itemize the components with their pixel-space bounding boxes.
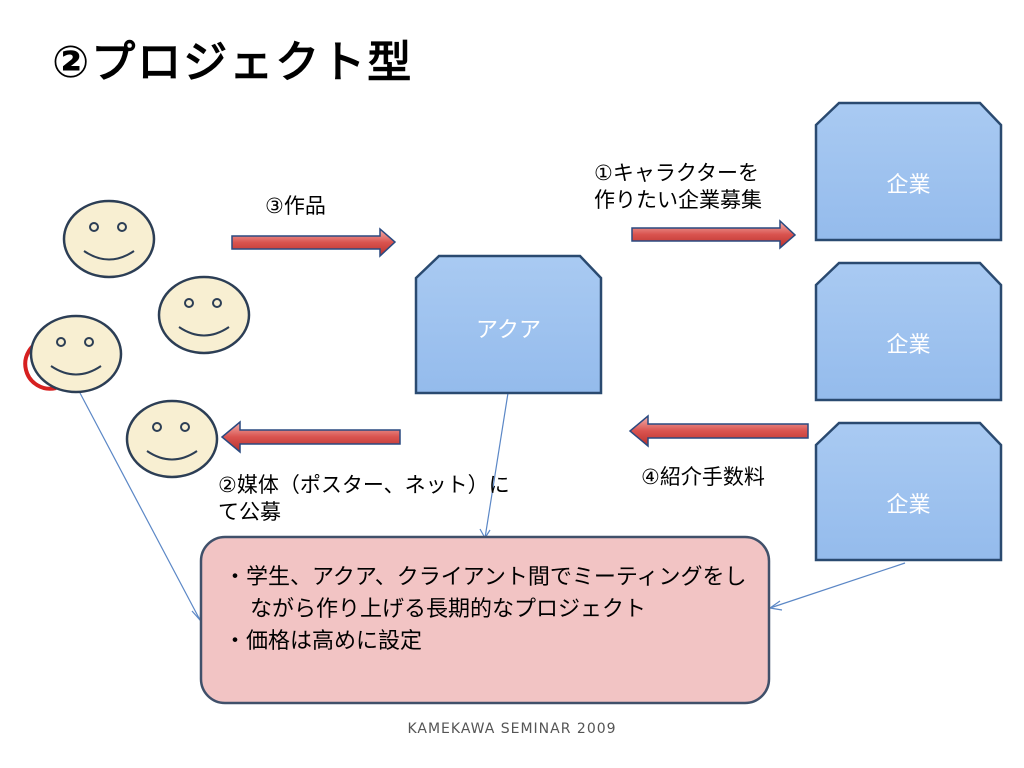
company-box-1 bbox=[814, 101, 1003, 242]
media-label-line1: ②媒体（ポスター、ネット）に bbox=[218, 473, 510, 497]
aqua-box bbox=[414, 254, 603, 395]
works-label: ③作品 bbox=[265, 194, 326, 218]
student-face-3 bbox=[29, 314, 123, 394]
company-box-3-label: 企業 bbox=[886, 493, 931, 518]
recruit-label-line1: ①キャラクターを bbox=[594, 161, 759, 185]
slide-title: ②プロジェクト型 bbox=[52, 37, 414, 88]
company-box-2 bbox=[814, 261, 1003, 402]
company-box-3 bbox=[814, 421, 1003, 562]
fee-label: ④紹介手数料 bbox=[641, 465, 765, 489]
arrow-fee-left bbox=[628, 414, 809, 448]
notes-item-2: ・価格は高めに設定 bbox=[224, 629, 423, 654]
student-face-1 bbox=[62, 199, 156, 279]
slide-footer: KAMEKAWA SEMINAR 2009 bbox=[407, 721, 617, 737]
notes-list: ・学生、アクア、クライアント間でミーティングをしながら作り上げる長期的なプロジェ… bbox=[224, 562, 764, 658]
media-label: ②媒体（ポスター、ネット）に て公募 bbox=[218, 472, 510, 526]
media-label-line2: て公募 bbox=[218, 500, 281, 524]
notes-box bbox=[199, 535, 771, 705]
connector-student-to-notes bbox=[79, 392, 201, 621]
connector-company-to-notes bbox=[769, 562, 906, 609]
arrow-works-right bbox=[231, 227, 397, 258]
arrow-recruit-right bbox=[631, 219, 797, 250]
company-box-1-label: 企業 bbox=[886, 173, 931, 198]
recruit-label: ①キャラクターを 作りたい企業募集 bbox=[594, 160, 762, 214]
arrow-media-left bbox=[220, 420, 401, 454]
student-face-4 bbox=[125, 399, 219, 479]
recruit-label-line2: 作りたい企業募集 bbox=[594, 188, 762, 212]
notes-item-1: ・学生、アクア、クライアント間でミーティングをしながら作り上げる長期的なプロジェ… bbox=[224, 565, 747, 622]
student-face-2 bbox=[157, 275, 251, 355]
aqua-box-label: アクア bbox=[476, 318, 541, 343]
connector-aqua-to-notes bbox=[484, 392, 509, 539]
company-box-2-label: 企業 bbox=[886, 333, 931, 358]
